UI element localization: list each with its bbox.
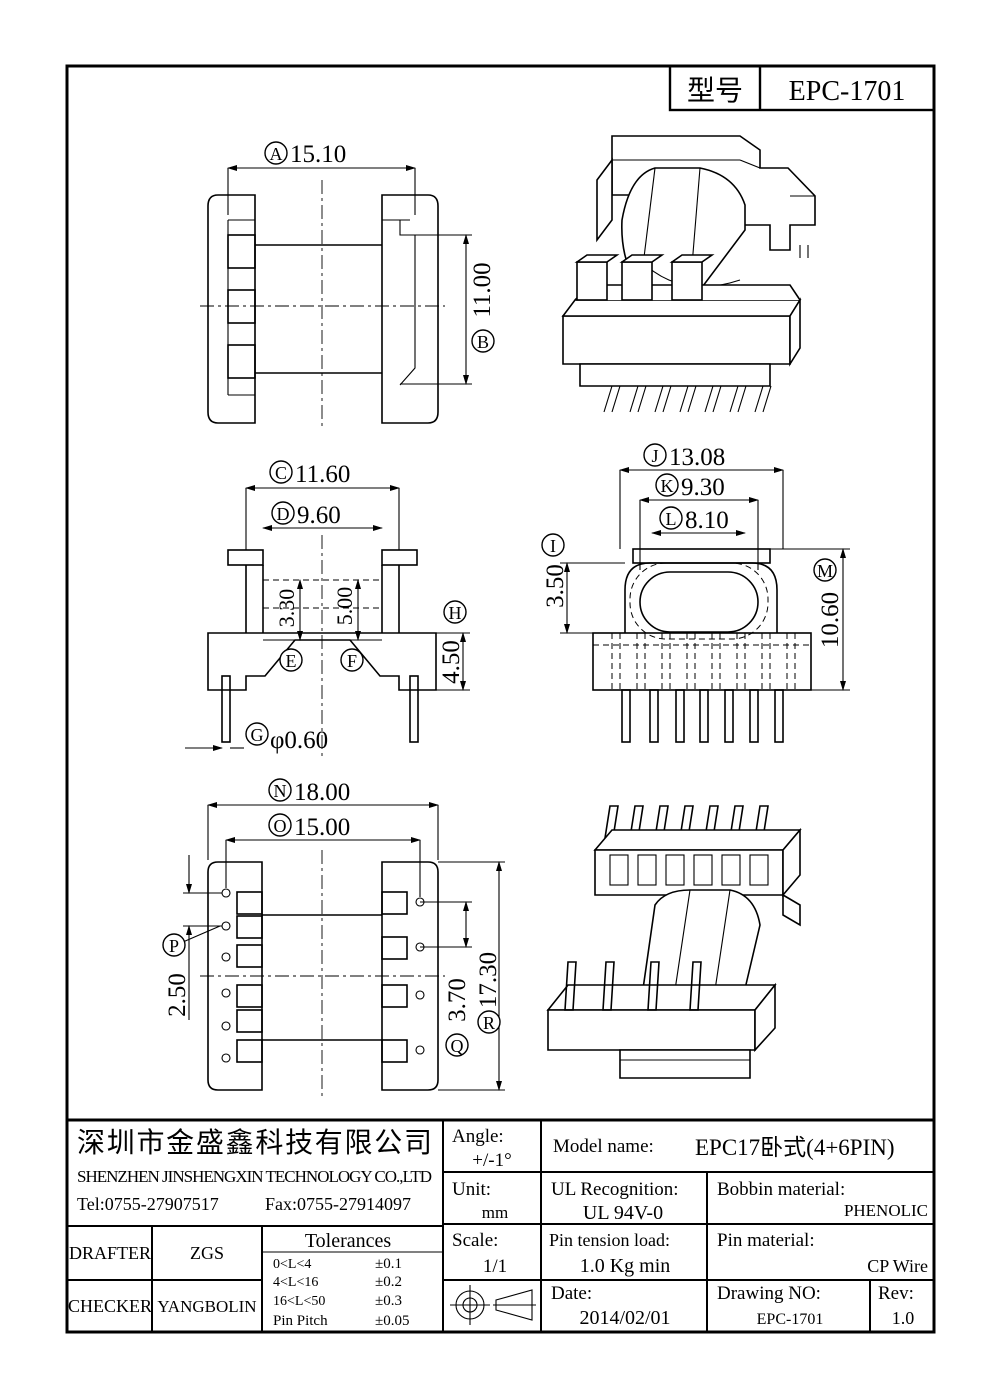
dim-M-value: 10.60 <box>817 592 844 648</box>
tolerance-value-1: ±0.2 <box>375 1274 402 1290</box>
dim-E-letter: E <box>286 651 297 671</box>
company-name-en: SHENZHEN JINSHENGXIN TECHNOLOGY CO.,LTD <box>77 1167 432 1186</box>
dim-O-value: 15.00 <box>294 814 350 841</box>
isometric-view-top <box>561 135 816 413</box>
side-view: C 11.60 D 9.60 3.30 E 5.00 F H 4.50 G φ0… <box>185 460 470 760</box>
date-value: 2014/02/01 <box>579 1307 670 1329</box>
dim-R-value: 17.30 <box>475 952 502 1008</box>
model-name-label: Model name: <box>553 1136 654 1157</box>
tolerance-value-3: ±0.05 <box>375 1313 409 1329</box>
dim-B-value: 11.00 <box>469 262 496 317</box>
tolerance-value-2: ±0.3 <box>375 1293 402 1309</box>
tolerance-range-2: 16<L<50 <box>273 1294 325 1309</box>
angle-value: +/-1° <box>472 1150 511 1171</box>
bottom-view: N 18.00 O 15.00 P 2.50 3.70 Q 17.30 R <box>162 778 505 1100</box>
dim-R-letter: R <box>483 1013 495 1033</box>
dim-I-value: 3.50 <box>542 564 569 608</box>
drafter-label: DRAFTER <box>69 1243 151 1263</box>
top-view: A 15.10 11.00 B <box>200 141 496 430</box>
model-header: 型号 EPC-1701 <box>668 64 936 112</box>
rev-label: Rev: <box>878 1283 914 1304</box>
dim-F-value: 5.00 <box>332 587 357 626</box>
dim-O-letter: O <box>274 816 287 836</box>
isometric-view-bottom <box>546 805 802 1079</box>
ul-label: UL Recognition: <box>551 1179 679 1200</box>
dim-N-letter: N <box>274 781 287 801</box>
checker-label: CHECKER <box>68 1296 152 1316</box>
rev-value: 1.0 <box>892 1308 915 1328</box>
model-name-value: EPC17卧式(4+6PIN) <box>695 1135 895 1160</box>
drawing-no-label: Drawing NO: <box>717 1283 821 1304</box>
dim-C-letter: C <box>275 463 287 483</box>
sheet-border <box>65 64 936 1334</box>
dim-H-value: 4.50 <box>438 640 465 684</box>
projection-symbol-icon <box>450 1285 536 1325</box>
bobbin-material-value: PHENOLIC <box>844 1201 928 1220</box>
dim-L-value: 8.10 <box>685 507 729 534</box>
pin-material-value: CP Wire <box>867 1256 928 1276</box>
dim-K-letter: K <box>661 476 674 496</box>
dim-G-value: φ0.60 <box>270 727 328 754</box>
pin-material-label: Pin material: <box>717 1230 815 1251</box>
dim-Q-letter: Q <box>451 1036 464 1056</box>
model-value: EPC-1701 <box>789 76 906 107</box>
dim-P-value: 2.50 <box>164 973 191 1017</box>
pin-tension-value: 1.0 Kg min <box>580 1255 671 1277</box>
dim-Q-value: 3.70 <box>444 978 471 1022</box>
drawing-no-value: EPC-1701 <box>757 1311 824 1328</box>
dim-C-value: 11.60 <box>295 461 350 488</box>
dim-N-value: 18.00 <box>294 779 350 806</box>
dim-M-letter: M <box>817 561 833 581</box>
angle-label: Angle: <box>452 1126 504 1147</box>
tolerance-range-0: 0<L<4 <box>273 1257 311 1272</box>
company-name-cn: 深圳市金盛鑫科技有限公司 <box>77 1127 432 1159</box>
checker-value: YANGBOLIN <box>157 1297 256 1316</box>
unit-value: mm <box>482 1203 508 1222</box>
dim-H-letter: H <box>449 603 462 623</box>
tolerance-range-1: 4<L<16 <box>273 1275 318 1290</box>
dim-J-value: 13.08 <box>669 444 725 471</box>
pin-tension-label: Pin tension load: <box>549 1230 670 1250</box>
dim-G-letter: G <box>251 725 264 745</box>
dim-L-letter: L <box>666 509 677 529</box>
dim-D-value: 9.60 <box>297 502 341 529</box>
tolerance-range-3: Pin Pitch <box>273 1313 328 1329</box>
unit-label: Unit: <box>452 1179 491 1200</box>
bobbin-material-label: Bobbin material: <box>717 1179 845 1200</box>
dim-I-letter: I <box>550 536 556 556</box>
dim-F-letter: F <box>347 651 357 671</box>
dim-D-letter: D <box>277 504 290 524</box>
dim-B-letter: B <box>477 332 489 352</box>
dim-A-value: 15.10 <box>290 141 346 168</box>
title-block: 深圳市金盛鑫科技有限公司 SHENZHEN JINSHENGXIN TECHNO… <box>67 1118 934 1332</box>
dim-E-value: 3.30 <box>274 589 299 628</box>
dim-A-letter: A <box>270 144 283 164</box>
scale-label: Scale: <box>452 1230 498 1251</box>
model-label: 型号 <box>687 75 743 107</box>
dim-P-letter: P <box>169 936 179 956</box>
dim-J-letter: J <box>651 446 658 466</box>
dim-K-value: 9.30 <box>681 474 725 501</box>
tolerances-title: Tolerances <box>305 1230 392 1252</box>
drafter-value: ZGS <box>190 1243 224 1263</box>
ul-value: UL 94V-0 <box>583 1202 663 1224</box>
tolerance-value-0: ±0.1 <box>375 1256 402 1272</box>
company-tel: Tel:0755-27907517 <box>77 1194 219 1214</box>
front-view: J 13.08 K 9.30 L 8.10 I 3.50 M 10.60 <box>541 443 850 743</box>
scale-value: 1/1 <box>483 1256 507 1277</box>
company-fax: Fax:0755-27914097 <box>265 1194 411 1214</box>
date-label: Date: <box>551 1283 592 1304</box>
